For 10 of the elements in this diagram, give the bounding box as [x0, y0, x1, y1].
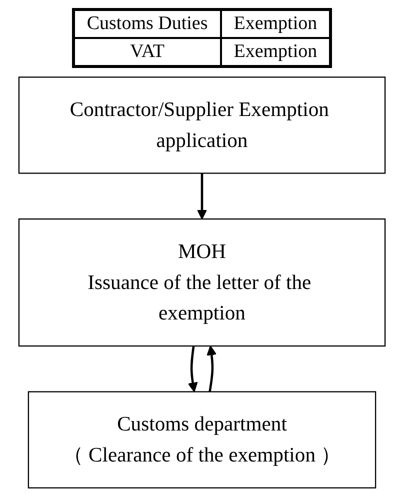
- process-box: Contractor/Supplier Exemption application: [18, 76, 386, 174]
- arrow: [206, 346, 217, 392]
- arrow: [188, 346, 198, 392]
- process-box: MOH Issuance of the letter of the exemption: [18, 218, 386, 347]
- table-cell: VAT: [74, 38, 221, 66]
- table-cell: Exemption: [220, 10, 330, 38]
- table-cell: Customs Duties: [74, 10, 221, 38]
- table-cell: Exemption: [220, 38, 330, 66]
- process-box: Customs department （ Clearance of the exemption ）: [28, 391, 376, 488]
- arrow: [196, 173, 208, 220]
